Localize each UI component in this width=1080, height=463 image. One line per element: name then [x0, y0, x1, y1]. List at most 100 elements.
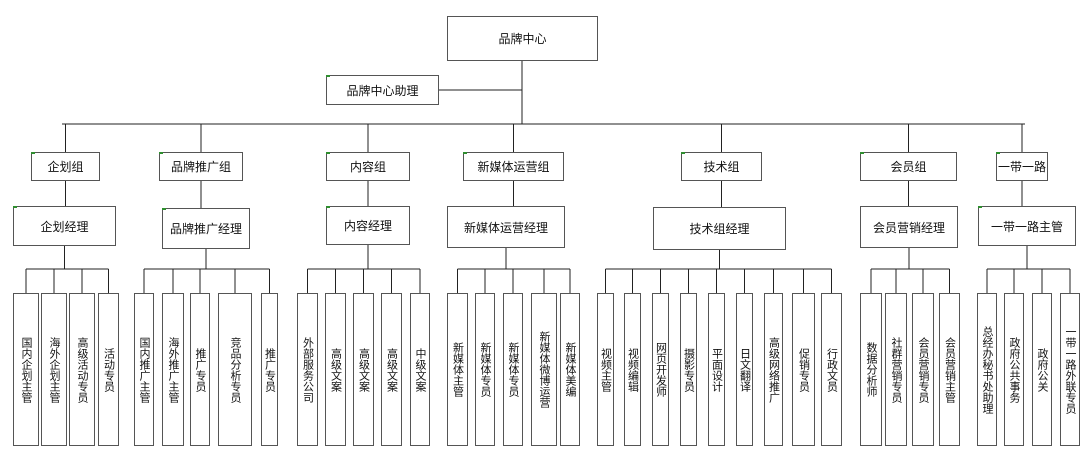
staff-box-label: 视频编辑: [626, 347, 640, 392]
staff-box: 推广专员: [261, 293, 278, 446]
staff-box: 高级文案: [353, 293, 374, 446]
staff-box-label: 平面设计: [710, 347, 724, 392]
staff-box-label: 视频主管: [599, 347, 613, 392]
group-box: 新媒体运营组: [463, 152, 564, 181]
group-box-label: 品牌推广组: [170, 160, 231, 174]
staff-box: 新媒体美编: [560, 293, 580, 446]
group-box: 内容组: [326, 152, 410, 181]
staff-box: 会员营销专员: [912, 293, 934, 446]
assistant-label: 品牌中心助理: [346, 83, 419, 98]
manager-box: 企划经理: [13, 206, 116, 246]
staff-box: 新媒体微博运营: [531, 293, 557, 446]
staff-box: 社群营销专员: [885, 293, 907, 446]
staff-box-label: 会员营销专员: [917, 336, 931, 403]
manager-box-label: 品牌推广经理: [169, 222, 242, 236]
group-box: 技术组: [681, 152, 762, 181]
staff-box: 推广专员: [190, 293, 210, 446]
group-box: 一带一路: [996, 152, 1048, 181]
manager-box: 新媒体运营经理: [447, 206, 565, 248]
staff-box-label: 促销专员: [797, 347, 811, 392]
staff-box-label: 活动专员: [102, 347, 116, 392]
staff-box-label: 总经办秘书处助理: [981, 325, 995, 414]
manager-box: 会员营销经理: [860, 206, 958, 248]
group-box: 品牌推广组: [159, 152, 243, 181]
root-label: 品牌中心: [498, 32, 547, 46]
staff-box: 总经办秘书处助理: [977, 293, 997, 446]
staff-box-label: 会员营销主管: [943, 336, 957, 403]
staff-box: 中级文案: [410, 293, 430, 446]
staff-box: 促销专员: [792, 293, 815, 446]
group-box-label: 内容组: [349, 160, 386, 174]
staff-box-label: 高级文案: [385, 347, 399, 392]
staff-box-label: 高级网络推广: [767, 336, 781, 403]
manager-box-label: 内容经理: [343, 219, 392, 233]
staff-box-label: 数据分析师: [865, 342, 879, 397]
staff-box: 高级文案: [325, 293, 346, 446]
staff-box: 新媒体主管: [447, 293, 468, 446]
staff-box: 高级文案: [381, 293, 402, 446]
group-box: 企划组: [31, 152, 100, 181]
manager-box-label: 一带一路主管: [990, 219, 1063, 234]
assistant-box: 品牌中心助理: [326, 75, 439, 105]
staff-box: 国内企划主管: [13, 293, 39, 446]
staff-box-label: 网页开发师: [654, 342, 668, 397]
group-box-label: 技术组: [703, 160, 740, 174]
group-box-label: 企划组: [47, 160, 84, 174]
manager-box-label: 企划经理: [40, 219, 89, 234]
staff-box-label: 日文翻译: [738, 347, 752, 392]
staff-box-label: 海外推广主管: [167, 336, 181, 403]
group-box-label: 会员组: [890, 160, 927, 174]
staff-box-label: 社群营销专员: [890, 336, 904, 403]
staff-box-label: 摄影专员: [682, 347, 696, 392]
manager-box: 内容经理: [326, 206, 410, 245]
staff-box: 政府公共事务: [1004, 293, 1024, 446]
group-box: 会员组: [860, 152, 957, 181]
staff-box-label: 政府公关: [1036, 347, 1050, 392]
manager-box-label: 技术组经理: [689, 222, 750, 236]
staff-box-label: 推广专员: [263, 347, 277, 392]
staff-box-label: 新媒体微博运营: [538, 331, 552, 408]
staff-box: 平面设计: [708, 293, 725, 446]
staff-box: 行政文员: [821, 293, 842, 446]
staff-box: 海外推广主管: [162, 293, 184, 446]
staff-box-label: 推广专员: [194, 347, 208, 392]
staff-box-label: 政府公共事务: [1008, 336, 1022, 403]
staff-box: 外部服务公司: [297, 293, 318, 446]
staff-box: 数据分析师: [860, 293, 882, 446]
staff-box-label: 国内企划主管: [20, 336, 34, 403]
staff-box: 政府公关: [1032, 293, 1052, 446]
manager-box-label: 会员营销经理: [872, 220, 945, 235]
staff-box-label: 海外企划主管: [48, 336, 62, 403]
staff-box: 视频编辑: [624, 293, 641, 446]
staff-box: 高级网络推广: [764, 293, 783, 446]
staff-box: 竞品分析专员: [218, 293, 252, 446]
staff-box: 视频主管: [597, 293, 614, 446]
staff-box-label: 新媒体美编: [564, 342, 578, 397]
manager-box: 品牌推广经理: [162, 208, 250, 249]
staff-box: 海外企划主管: [41, 293, 67, 446]
staff-box: 网页开发师: [652, 293, 669, 446]
staff-box-label: 高级活动专员: [76, 336, 90, 403]
staff-box-label: 一带一路外联专员: [1064, 325, 1078, 414]
staff-box-label: 行政文员: [825, 347, 839, 392]
staff-box: 新媒体专员: [503, 293, 523, 446]
staff-box-label: 高级文案: [357, 347, 371, 392]
staff-box-label: 高级文案: [329, 347, 343, 392]
staff-box: 摄影专员: [680, 293, 697, 446]
group-box-label: 一带一路: [997, 160, 1046, 174]
staff-box-label: 外部服务公司: [301, 336, 315, 403]
staff-box: 新媒体专员: [475, 293, 495, 446]
staff-box: 活动专员: [98, 293, 119, 446]
staff-box-label: 新媒体专员: [507, 342, 521, 397]
staff-box: 日文翻译: [736, 293, 753, 446]
staff-box-label: 中级文案: [414, 347, 428, 392]
manager-box: 技术组经理: [653, 207, 786, 250]
staff-box: 会员营销主管: [939, 293, 960, 446]
group-box-label: 新媒体运营组: [477, 160, 550, 174]
staff-box: 一带一路外联专员: [1060, 293, 1080, 446]
staff-box-label: 新媒体专员: [479, 342, 493, 397]
staff-box-label: 竞品分析专员: [229, 336, 243, 403]
staff-box-label: 国内推广主管: [138, 336, 152, 403]
